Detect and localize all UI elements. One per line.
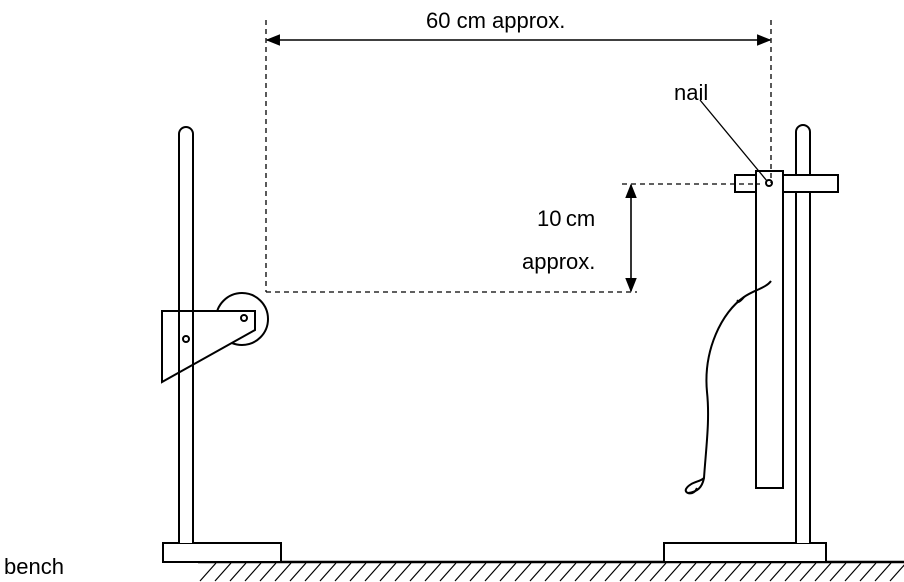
bench-hatch-line bbox=[574, 562, 592, 582]
bench-hatch-line bbox=[259, 562, 277, 582]
vertical-distance-label-line1: 10 cm bbox=[537, 206, 596, 231]
bench-hatch-line bbox=[364, 562, 382, 582]
pulley-axle bbox=[240, 314, 248, 322]
bench-hatch-line bbox=[469, 562, 487, 582]
bench-hatch-line bbox=[724, 562, 742, 582]
bench-hatch-line bbox=[694, 562, 712, 582]
bench-hatch-line bbox=[454, 562, 472, 582]
bench-hatch-line bbox=[529, 562, 547, 582]
bench-hatch-line bbox=[739, 562, 757, 582]
bench-hatch-line bbox=[709, 562, 727, 582]
bench-hatch-line bbox=[409, 562, 427, 582]
bench-hatch-line bbox=[304, 562, 322, 582]
left-stand-base bbox=[162, 542, 282, 563]
bench-hatch-line bbox=[484, 562, 502, 582]
bench-hatch-line bbox=[829, 562, 847, 582]
bench-hatch-line bbox=[769, 562, 787, 582]
ruler bbox=[755, 170, 784, 489]
bench-hatch-line bbox=[619, 562, 637, 582]
nail-head bbox=[765, 179, 773, 187]
vertical-distance-label-line2: approx. bbox=[522, 249, 596, 274]
string bbox=[684, 280, 772, 495]
right-stand-base bbox=[663, 542, 827, 563]
bench-label: bench bbox=[4, 554, 64, 579]
bench-hatch-line bbox=[874, 562, 892, 582]
dimension-lines bbox=[265, 20, 772, 293]
right-stand-rod bbox=[795, 124, 811, 543]
bench-hatch-line bbox=[679, 562, 697, 582]
bench-hatch-line bbox=[424, 562, 442, 582]
bench-hatch-line bbox=[229, 562, 247, 582]
bench-hatch-line bbox=[349, 562, 367, 582]
bench-hatch-line bbox=[889, 564, 904, 582]
bench-hatch-line bbox=[199, 562, 217, 582]
bench-hatch-line bbox=[559, 562, 577, 582]
bench-hatch-line bbox=[544, 562, 562, 582]
bench-hatch-line bbox=[859, 562, 877, 582]
horizontal-distance-label: 60 cm approx. bbox=[426, 8, 566, 33]
bench-hatch-line bbox=[784, 562, 802, 582]
pulley bbox=[161, 292, 269, 384]
bench-hatch-line bbox=[244, 562, 262, 582]
right-stand bbox=[663, 124, 839, 563]
bench-hatch-line bbox=[604, 562, 622, 582]
bench-hatch-line bbox=[634, 562, 652, 582]
bench-hatch-line bbox=[499, 562, 517, 582]
bench-hatch-line bbox=[844, 562, 862, 582]
nail-label: nail bbox=[674, 80, 709, 105]
bench-hatch-line bbox=[664, 562, 682, 582]
bench-hatch-line bbox=[214, 562, 232, 582]
bench-hatch-line bbox=[379, 562, 397, 582]
bracket-bolt bbox=[182, 335, 190, 343]
bench-hatch-line bbox=[814, 562, 832, 582]
bench-hatch-line bbox=[649, 562, 667, 582]
pulley-bracket bbox=[161, 310, 256, 384]
bench-hatch-line bbox=[514, 562, 532, 582]
bench-hatch-line bbox=[319, 562, 337, 582]
bench-hatch-line bbox=[274, 562, 292, 582]
bench-hatch-line bbox=[754, 562, 772, 582]
bench-hatch-line bbox=[394, 562, 412, 582]
bench bbox=[198, 560, 904, 582]
bench-hatch-line bbox=[799, 562, 817, 582]
bench-hatch-line bbox=[334, 562, 352, 582]
bench-hatch-line bbox=[439, 562, 457, 582]
nail-leader bbox=[699, 99, 768, 182]
bench-hatch-line bbox=[589, 562, 607, 582]
bench-hatch-line bbox=[289, 562, 307, 582]
